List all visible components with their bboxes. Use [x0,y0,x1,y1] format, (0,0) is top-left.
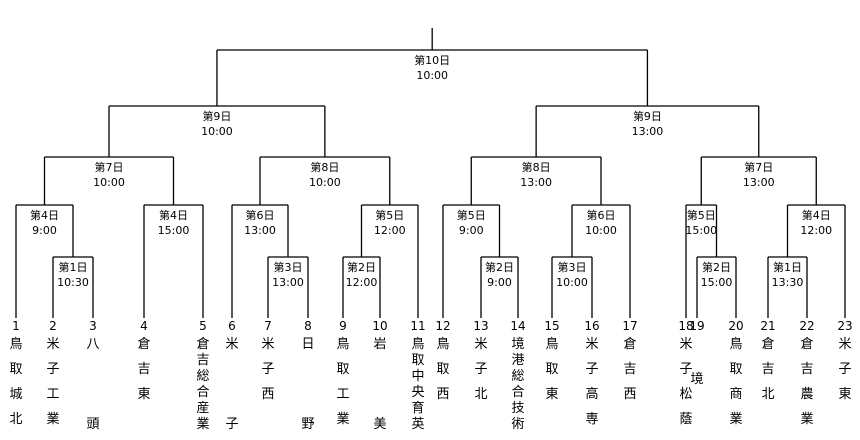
team-name: 倉吉西 [623,337,636,402]
match-day-label: 第5日 [375,208,404,222]
match-day-label: 第9日 [202,109,231,123]
match-time-label: 10:00 [585,224,617,237]
match-day-label: 第1日 [59,260,88,274]
team-name: 米子松蔭 [679,337,692,427]
team-number: 16 [584,319,599,333]
team-number: 20 [728,319,743,333]
team-number: 18 [678,319,693,333]
team-number: 23 [837,319,852,333]
team-name: 倉吉東 [137,337,150,402]
match-day-label: 第1日 [773,260,802,274]
match-day-label: 第7日 [95,160,124,174]
match-time-label: 15:00 [685,224,717,237]
team-name: 八頭 [86,337,99,432]
match-day-label: 第3日 [558,260,587,274]
match-time-label: 12:00 [800,224,832,237]
team-name: 米子西 [261,337,274,402]
team-number: 11 [410,319,425,333]
match-time-label: 13:00 [272,276,304,289]
team-name: 鳥取城北 [9,337,22,427]
team-name: 米子東 [838,337,851,402]
team-number: 21 [760,319,775,333]
match-day-label: 第2日 [485,260,514,274]
match-time-label: 13:00 [632,125,664,138]
match-day-label: 第4日 [802,208,831,222]
match-time-label: 13:00 [743,176,775,189]
match-day-label: 第9日 [633,109,662,123]
match-time-label: 10:00 [556,276,588,289]
match-day-label: 第2日 [702,260,731,274]
match-time-label: 13:30 [772,276,804,289]
match-time-label: 13:00 [520,176,552,189]
match-time-label: 10:00 [416,69,448,82]
team-name: 鳥取商業 [729,337,742,427]
team-name: 日野 [301,337,314,432]
team-number: 7 [264,319,272,333]
match-day-label: 第3日 [274,260,303,274]
team-number: 19 [689,319,704,333]
team-name: 米子工業 [46,337,59,427]
team-number: 9 [339,319,347,333]
match-day-label: 第6日 [246,208,275,222]
team-labels: 1 鳥取城北 2 米子工業 3 八頭 4 倉吉東 5 倉吉総合産業 6 米子 7 米子西 8 日野 9 鳥取工業 1… [9,319,852,432]
team-name: 境 [690,372,703,387]
team-number: 15 [544,319,559,333]
team-name: 鳥取工業 [336,337,349,427]
match-time-label: 13:00 [244,224,276,237]
match-day-label: 第4日 [159,208,188,222]
team-number: 6 [228,319,236,333]
match-time-label: 9:00 [487,276,512,289]
team-number: 17 [622,319,637,333]
match-time-label: 10:30 [57,276,89,289]
team-number: 22 [799,319,814,333]
match-day-label: 第2日 [347,260,376,274]
match-day-label: 第8日 [310,160,339,174]
match-day-label: 第4日 [30,208,59,222]
match-time-label: 10:00 [201,125,233,138]
team-number: 14 [510,319,525,333]
match-time-label: 12:00 [346,276,378,289]
team-name: 倉吉総合産業 [196,337,209,432]
team-name: 岩美 [373,337,386,432]
team-number: 12 [435,319,450,333]
team-number: 13 [473,319,488,333]
bracket-lines [15,28,846,318]
team-number: 2 [49,319,57,333]
team-number: 1 [12,319,20,333]
match-time-label: 15:00 [701,276,733,289]
match-time-label: 12:00 [374,224,406,237]
match-time-label: 10:00 [93,176,125,189]
match-time-label: 10:00 [309,176,341,189]
match-day-label: 第5日 [457,208,486,222]
team-name: 鳥取中央育英 [411,337,424,432]
match-day-label: 第6日 [587,208,616,222]
team-name: 倉吉農業 [800,337,813,427]
match-labels: 第1日 10:30 第4日 9:00 第4日 15:00 第3日 13:00 第6日 13:00 第… [30,53,832,289]
match-day-label: 第10日 [414,53,450,67]
team-name: 倉吉北 [761,337,774,402]
team-number: 10 [372,319,387,333]
team-number: 3 [89,319,97,333]
match-time-label: 9:00 [32,224,57,237]
team-name: 米子 [225,337,238,432]
team-name: 境港総合技術 [511,337,524,432]
match-day-label: 第5日 [687,208,716,222]
team-name: 鳥取西 [436,337,449,402]
team-name: 米子高専 [585,337,598,427]
team-name: 米子北 [474,337,487,402]
team-number: 5 [199,319,207,333]
team-number: 8 [304,319,312,333]
match-day-label: 第7日 [744,160,773,174]
match-day-label: 第8日 [522,160,551,174]
team-name: 鳥取東 [545,337,558,402]
match-time-label: 9:00 [459,224,484,237]
team-number: 4 [140,319,148,333]
match-time-label: 15:00 [158,224,190,237]
